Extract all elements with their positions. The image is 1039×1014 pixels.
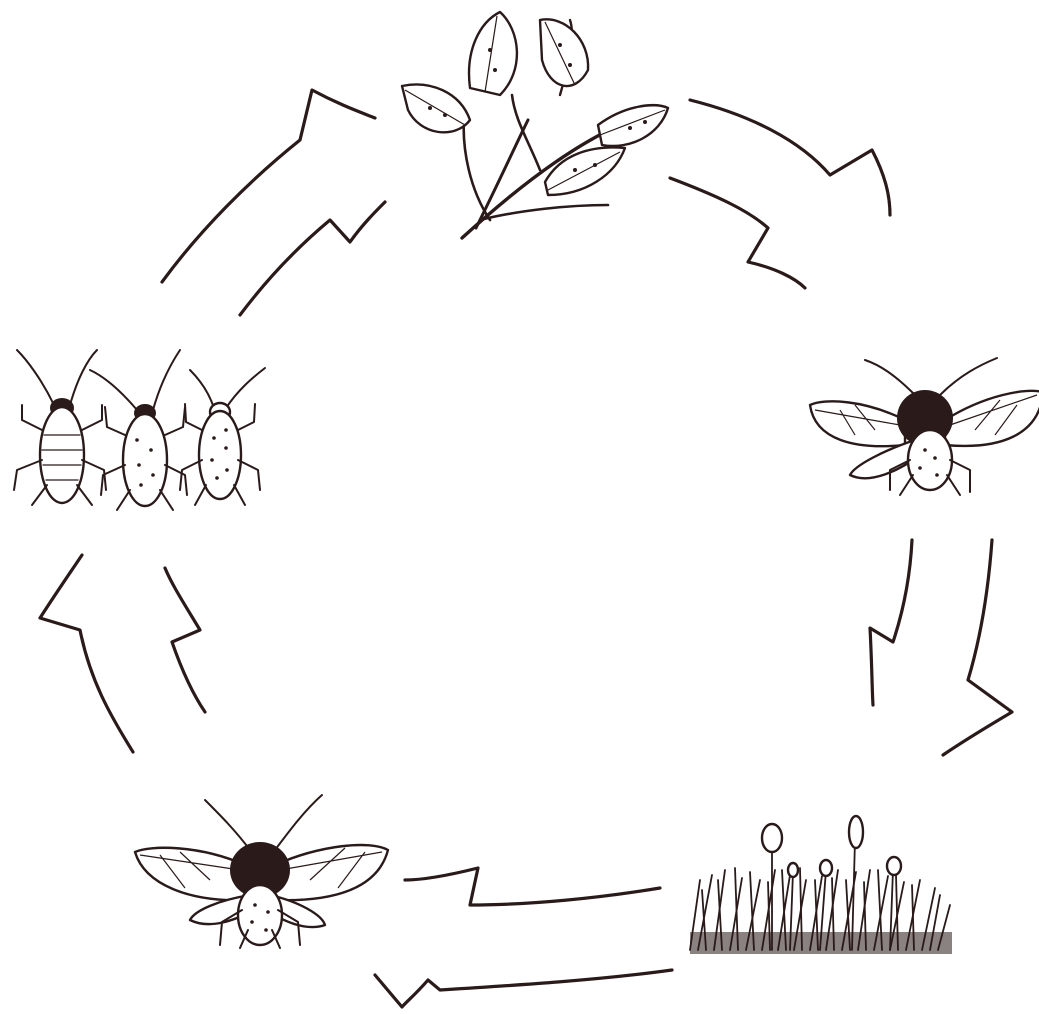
leafy-branch-icon	[402, 12, 668, 238]
grass-icon	[690, 816, 952, 954]
arrow-winged-adult-to-nymphs	[40, 555, 205, 752]
arrow-nymphs-to-branch	[162, 90, 385, 315]
arrow-winged-adult-to-grass	[870, 540, 1012, 755]
arrow-branch-to-winged-adult	[670, 100, 890, 288]
winged-aphid-icon	[810, 358, 1039, 495]
arrow-grass-to-winged-adult	[375, 868, 672, 1007]
winged-aphid-icon	[135, 795, 388, 948]
wingless-aphids-icon	[14, 350, 265, 510]
